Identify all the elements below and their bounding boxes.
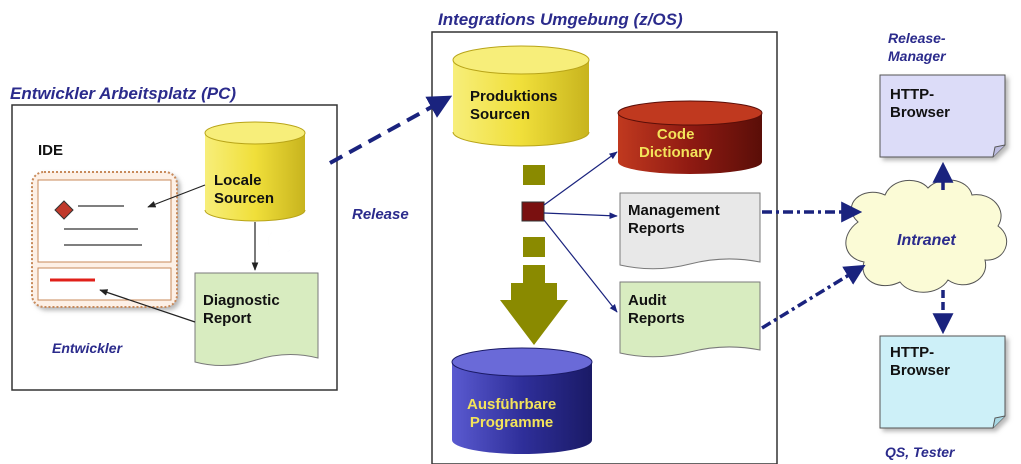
ausfuehrbare-programme-cylinder: [451, 347, 593, 454]
fold-corner: [992, 415, 1006, 429]
arrow-report-to-ide: [99, 289, 196, 323]
code-dictionary-cylinder: [617, 100, 763, 174]
qs-tester-label: QS, Tester: [885, 444, 955, 460]
fold-corner: [992, 144, 1006, 158]
locale-sourcen-cylinder: [204, 121, 306, 222]
ide-label: IDE: [38, 142, 64, 159]
diamond-icon: [54, 200, 74, 220]
arrow-to-code-dictionary: [543, 151, 618, 206]
pc-title: Entwickler Arbeitsplatz (PC): [10, 84, 237, 103]
arrow-locale-to-ide: [147, 184, 206, 208]
release-arrow: [329, 95, 453, 165]
build-pipeline: [500, 165, 568, 345]
release-label: Release: [352, 206, 409, 223]
arrow-to-management-reports: [543, 212, 618, 220]
http-browser-bottom-label: HTTP-Browser: [890, 344, 951, 379]
release-manager-label: Release-Manager: [888, 30, 946, 64]
zos-title: Integrations Umgebung (z/OS): [438, 10, 683, 29]
entwickler-label: Entwickler: [52, 340, 123, 356]
intranet-cloud: [845, 179, 1008, 293]
diagnostic-report-doc: [194, 272, 319, 366]
produktions-sourcen-cylinder: [452, 45, 590, 147]
ide-content: [50, 200, 142, 282]
management-reports-doc: [619, 192, 761, 270]
intranet-label: Intranet: [897, 232, 956, 249]
http-browser-top-label: HTTP-Browser: [890, 86, 951, 121]
dispatch-node: [521, 201, 545, 222]
audit-reports-doc: [619, 281, 761, 358]
arrow-audit-to-intranet: [761, 264, 866, 330]
arrow-to-audit-reports: [543, 219, 618, 313]
ide-window: [31, 171, 178, 308]
